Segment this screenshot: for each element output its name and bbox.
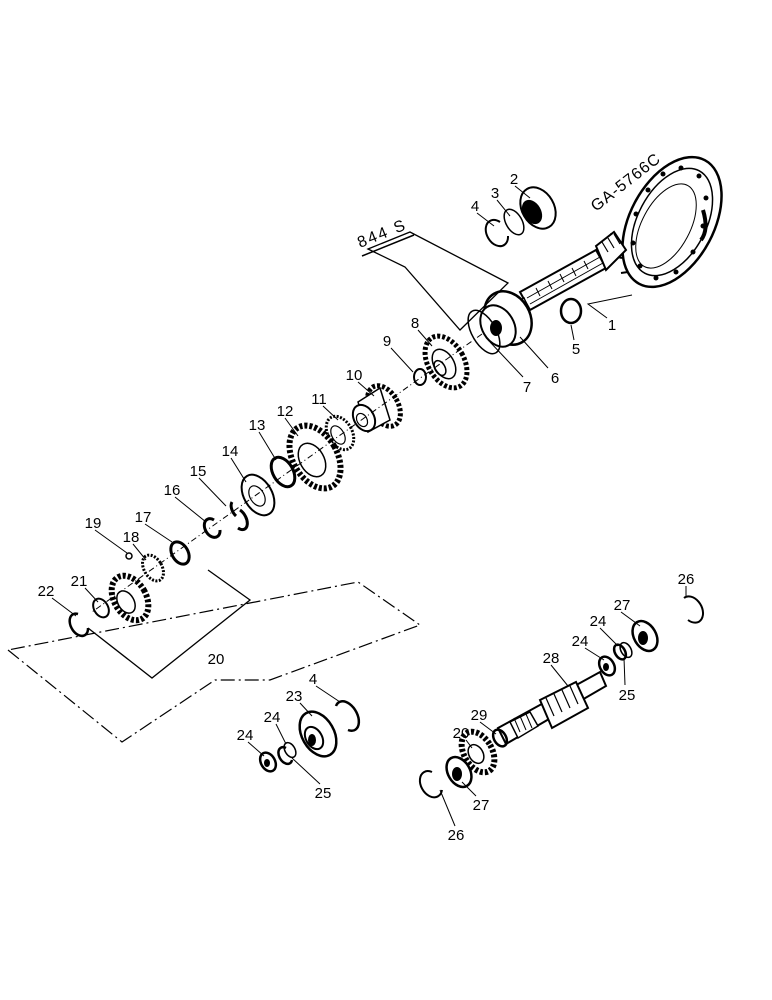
shim-7	[467, 309, 501, 355]
washer-5	[559, 297, 583, 325]
washer-9	[413, 368, 427, 386]
callout-10: 10	[346, 367, 363, 384]
callout-11: 11	[311, 391, 327, 408]
callout-8: 8	[411, 315, 419, 332]
bearing-2	[519, 186, 557, 230]
callout-23: 23	[286, 688, 303, 705]
callout-15: 15	[190, 463, 207, 480]
gear-hub-10	[351, 383, 403, 434]
callout-24-d: 24	[590, 613, 607, 630]
callout-28: 28	[543, 650, 560, 667]
spacer-24-lower-inner	[277, 745, 294, 766]
callout-4-lower: 4	[309, 671, 317, 688]
ring-gear	[609, 155, 723, 289]
leader-lines	[51, 185, 687, 827]
callout-19: 19	[85, 515, 102, 532]
nut-24-lower	[258, 751, 278, 773]
callout-24-b: 24	[237, 727, 254, 744]
snap-ring-26-upper	[683, 595, 705, 624]
callout-17: 17	[135, 509, 152, 526]
bracket-dashed	[7, 581, 422, 743]
callout-7: 7	[523, 379, 531, 396]
callout-20-right: 20	[453, 725, 470, 742]
drawing-number: GA-5766C	[588, 150, 664, 215]
callout-6: 6	[551, 370, 559, 387]
snap-ring-16	[202, 517, 222, 539]
callout-26-upper: 26	[678, 571, 695, 588]
callout-numbers: 1 2 3 4 5 6 7 8 9 10 11 12 13 14 15 16 1…	[38, 171, 695, 844]
callout-5: 5	[572, 341, 580, 358]
bearing-6	[479, 290, 533, 348]
callout-1: 1	[608, 317, 616, 334]
washer-25-right	[619, 641, 633, 659]
callout-21: 21	[71, 573, 88, 590]
callout-14: 14	[222, 443, 239, 460]
gear-20-right	[458, 728, 498, 776]
snap-ring-4-lower	[334, 700, 361, 732]
callout-22: 22	[38, 583, 55, 600]
bearing-27-lower	[445, 755, 473, 789]
center-axis	[91, 333, 483, 613]
gear-20-left	[108, 572, 152, 624]
bracket-844s	[366, 231, 510, 331]
callout-2: 2	[510, 171, 518, 188]
ring-29	[491, 728, 509, 748]
bearing-23	[298, 710, 338, 758]
callout-25-lower: 25	[315, 785, 332, 802]
callout-16: 16	[164, 482, 181, 499]
snap-ring-22	[68, 612, 90, 638]
callout-18: 18	[123, 529, 140, 546]
nut-24-right	[597, 655, 617, 677]
assembly-code-label: 844 S	[355, 217, 409, 252]
callout-24-a: 24	[264, 709, 281, 726]
ball-19	[125, 552, 133, 560]
callout-3: 3	[491, 185, 499, 202]
callout-27-upper: 27	[614, 597, 631, 614]
washer-25-lower	[283, 741, 297, 759]
shim-3	[503, 208, 525, 236]
half-rings-15	[229, 501, 249, 532]
snap-ring-4-top	[484, 218, 510, 248]
callout-24-c: 24	[572, 633, 589, 650]
callout-27-lower: 27	[473, 797, 490, 814]
callout-25-right: 25	[619, 687, 636, 704]
gear-12	[286, 422, 344, 492]
shaft-28	[496, 670, 608, 746]
callout-20-left: 20	[208, 651, 225, 668]
ring-17	[169, 540, 191, 566]
bracket-20	[87, 569, 252, 679]
snap-ring-26-lower	[418, 770, 443, 799]
assembly-code-underline	[361, 234, 415, 257]
thrust-washer-14	[240, 473, 276, 517]
gear-8	[422, 333, 470, 391]
callout-12: 12	[277, 403, 294, 420]
callout-29: 29	[471, 707, 488, 724]
callout-13: 13	[249, 417, 266, 434]
callout-4-top: 4	[471, 198, 479, 215]
callout-9: 9	[383, 333, 391, 350]
bearing-27-upper	[631, 619, 659, 653]
callout-26-lower: 26	[448, 827, 465, 844]
